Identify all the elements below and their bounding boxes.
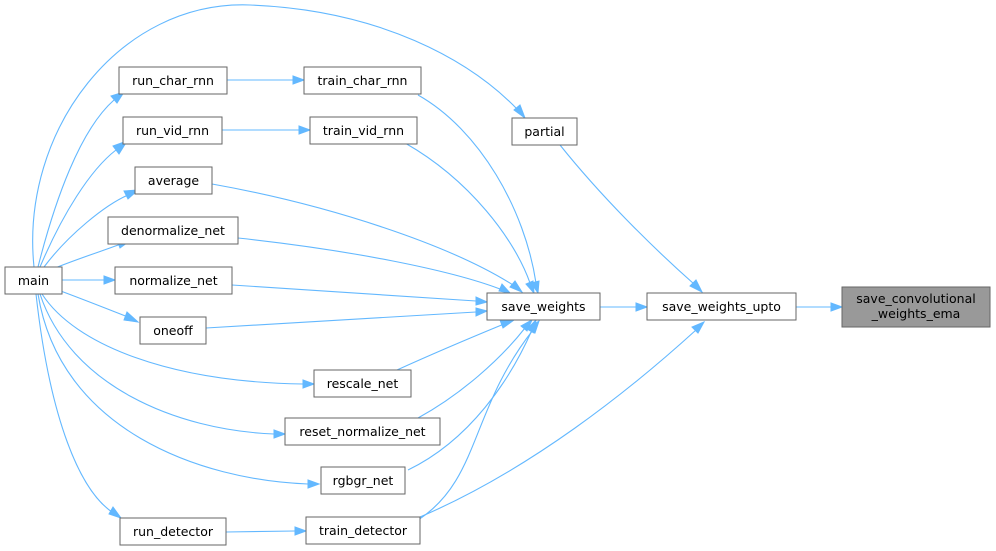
node-run-vid-rnn[interactable]: run_vid_rnn (122, 116, 223, 145)
node-save-weights-upto[interactable]: save_weights_upto (646, 292, 797, 321)
node-train-detector[interactable]: train_detector (305, 516, 421, 545)
edge-run-detector-train-detector (225, 526, 308, 536)
edge-train-detector-save-weights (417, 319, 540, 521)
node-rescale-net[interactable]: rescale_net (313, 369, 412, 398)
node-label-save-weights: save_weights (501, 299, 585, 314)
edge-main-oneoff (57, 289, 140, 323)
node-reset-normalize-net[interactable]: reset_normalize_net (284, 417, 441, 446)
edge-main-partial (32, 4, 527, 268)
node-label-normalize-net: normalize_net (129, 273, 217, 288)
node-label-partial: partial (524, 124, 564, 139)
node-main[interactable]: main (4, 266, 63, 295)
node-label-train-detector: train_detector (319, 523, 408, 538)
node-oneoff[interactable]: oneoff (139, 316, 207, 345)
edge-denormalize-net-save-weights (237, 237, 512, 294)
edge-rescale-net-save-weights (396, 319, 516, 371)
edge-normalize-net-save-weights (231, 284, 489, 306)
nodes: main run_char_rnn train_char_rnn run_vid… (4, 66, 991, 546)
edge-main-normalize-net (62, 275, 117, 285)
node-label-save-conv-line1: save_convolutional (856, 291, 975, 306)
node-label-rgbgr-net: rgbgr_net (333, 473, 394, 488)
node-label-rescale-net: rescale_net (327, 376, 399, 391)
node-label-reset-normalize-net: reset_normalize_net (299, 424, 425, 439)
node-normalize-net[interactable]: normalize_net (114, 266, 233, 295)
edge-run-vid-rnn-train-vid-rnn (222, 125, 312, 135)
edge-save-weights-upto-save-conv-weights-ema (796, 302, 844, 312)
edge-save-weights-save-weights-upto (600, 302, 649, 312)
node-save-weights[interactable]: save_weights (486, 292, 601, 321)
node-label-run-vid-rnn: run_vid_rnn (136, 123, 209, 138)
node-run-char-rnn[interactable]: run_char_rnn (118, 66, 228, 95)
edges (32, 4, 844, 536)
node-train-vid-rnn[interactable]: train_vid_rnn (309, 116, 418, 145)
node-label-train-char-rnn: train_char_rnn (318, 73, 408, 88)
edge-reset-normalize-net-save-weights (417, 318, 534, 419)
edge-partial-save-weights-upto (559, 144, 704, 294)
node-label-average: average (148, 173, 199, 188)
edge-main-reset-normalize-net (39, 293, 287, 439)
edge-train-vid-rnn-save-weights (404, 142, 535, 295)
node-label-oneoff: oneoff (153, 323, 193, 338)
edge-average-save-weights (211, 183, 524, 294)
node-label-train-vid-rnn: train_vid_rnn (323, 123, 404, 138)
edge-oneoff-save-weights (205, 307, 489, 329)
node-rgbgr-net[interactable]: rgbgr_net (320, 466, 406, 495)
node-label-run-detector: run_detector (133, 524, 214, 539)
node-average[interactable]: average (134, 166, 213, 195)
edge-run-char-rnn-train-char-rnn (227, 75, 306, 85)
node-train-char-rnn[interactable]: train_char_rnn (303, 66, 422, 95)
edge-train-detector-save-weights-upto (419, 320, 706, 518)
edge-main-rescale-net (41, 293, 316, 389)
edge-main-run-char-rnn (37, 91, 126, 268)
node-denormalize-net[interactable]: denormalize_net (107, 216, 239, 245)
node-label-main: main (18, 273, 49, 288)
node-partial[interactable]: partial (511, 117, 578, 146)
node-save-convolutional-weights-ema[interactable]: save_convolutional _weights_ema (841, 286, 991, 328)
node-label-save-conv-line2: _weights_ema (871, 306, 961, 321)
node-run-detector[interactable]: run_detector (119, 517, 227, 546)
node-label-save-weights-upto: save_weights_upto (662, 299, 781, 314)
edge-main-run-detector (35, 293, 123, 519)
node-label-denormalize-net: denormalize_net (121, 223, 225, 238)
node-label-run-char-rnn: run_char_rnn (132, 73, 214, 88)
edge-main-rgbgr-net (37, 293, 321, 489)
edge-main-run-vid-rnn (39, 140, 129, 268)
